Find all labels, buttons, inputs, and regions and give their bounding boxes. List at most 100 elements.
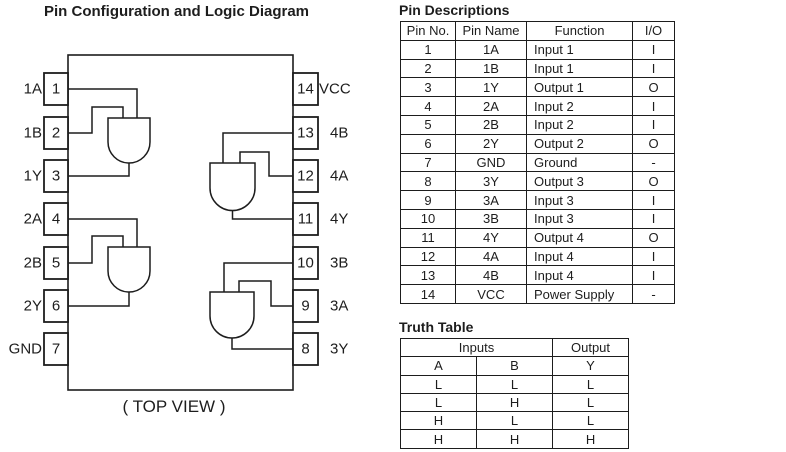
truth-table-title: Truth Table — [399, 319, 474, 335]
cell-io: O — [632, 133, 675, 154]
group-header-inputs: Inputs — [399, 337, 554, 358]
cell-function: Ground — [526, 152, 633, 173]
cell-function: Power Supply — [526, 284, 633, 304]
wire-1b — [68, 106, 124, 134]
top-view-caption: ( TOP VIEW ) — [122, 397, 226, 416]
pin-box-4 — [43, 202, 69, 236]
pin-configuration-diagram: 1 2 3 4 5 6 7 1A 1B 1Y 2A 2B 2Y GND 14 1… — [9, 54, 351, 391]
dip-package-outline — [67, 54, 294, 391]
cell-function: Input 4 — [526, 265, 633, 286]
diagram-section-title: Pin Configuration and Logic Diagram — [44, 3, 310, 20]
cell-y: H — [552, 429, 630, 449]
cell-a: H — [400, 411, 477, 431]
cell-function: Input 2 — [526, 96, 633, 116]
pin-label-1b: 1B — [24, 125, 42, 142]
column-header-y: Y — [552, 356, 630, 376]
cell-a: L — [400, 374, 477, 394]
cell-function: Output 3 — [526, 171, 633, 192]
wire-4a — [239, 151, 293, 177]
cell-function: Input 3 — [526, 190, 633, 210]
cell-pin-name: GND — [455, 152, 527, 173]
wire-4b — [222, 132, 293, 163]
pin-descriptions-title: Pin Descriptions — [399, 2, 510, 18]
cell-io: I — [632, 265, 675, 286]
cell-function: Output 2 — [526, 133, 633, 154]
cell-pin-name: 4B — [455, 265, 527, 286]
cell-pin-no: 7 — [400, 152, 456, 173]
cell-y: L — [552, 392, 630, 413]
pin-box-5 — [43, 246, 69, 280]
pin-box-7 — [43, 332, 69, 366]
cell-function: Output 1 — [526, 77, 633, 98]
column-header-a: A — [400, 356, 477, 376]
cell-pin-name: 3B — [455, 208, 527, 229]
cell-io: O — [632, 171, 675, 192]
cell-pin-no: 13 — [400, 265, 456, 286]
column-header-b: B — [475, 356, 554, 376]
pin-number-12: 12 — [297, 168, 314, 185]
cell-pin-name: 1A — [455, 39, 527, 60]
cell-io: I — [632, 58, 675, 79]
cell-function: Output 4 — [526, 227, 633, 248]
cell-pin-name: VCC — [455, 284, 527, 304]
cell-pin-no: 8 — [400, 171, 456, 192]
pin-label-1a: 1A — [24, 81, 42, 98]
pin-number-11: 11 — [298, 211, 314, 228]
pin-box-10 — [292, 246, 319, 280]
cell-function: Input 1 — [526, 39, 633, 60]
truth-group-header-row: Inputs Output — [399, 337, 630, 358]
and-gate-2-icon — [107, 246, 151, 293]
column-header-pin-no: Pin No. — [400, 21, 456, 41]
cell-pin-no: 4 — [400, 96, 456, 116]
pin-box-3 — [43, 159, 69, 193]
cell-pin-name: 2B — [455, 114, 527, 135]
wire-2y — [68, 292, 130, 307]
pin-number-6: 6 — [52, 298, 60, 315]
cell-function: Input 4 — [526, 246, 633, 267]
cell-io: I — [632, 39, 675, 60]
truth-header-row: A B Y — [400, 356, 630, 376]
cell-pin-name: 3A — [455, 190, 527, 210]
cell-io: O — [632, 227, 675, 248]
and-gate-3-icon — [209, 291, 255, 339]
pin-number-7: 7 — [52, 341, 60, 358]
cell-function: Input 2 — [526, 114, 633, 135]
pin-label-4a: 4A — [330, 168, 348, 185]
cell-pin-name: 2Y — [455, 133, 527, 154]
pin-box-11 — [292, 202, 319, 236]
cell-pin-no: 11 — [400, 227, 456, 248]
cell-io: - — [632, 284, 675, 304]
cell-pin-name: 1B — [455, 58, 527, 79]
cell-io: I — [632, 208, 675, 229]
pin-box-13 — [292, 116, 319, 150]
cell-y: L — [552, 374, 630, 394]
cell-io: I — [632, 246, 675, 267]
cell-pin-no: 5 — [400, 114, 456, 135]
wire-3a — [238, 280, 293, 307]
cell-io: I — [632, 190, 675, 210]
cell-pin-name: 4Y — [455, 227, 527, 248]
pin-number-4: 4 — [52, 211, 60, 228]
pin-label-vcc: VCC — [319, 81, 351, 98]
cell-pin-name: 2A — [455, 96, 527, 116]
cell-pin-no: 9 — [400, 190, 456, 210]
wire-3b — [223, 262, 293, 292]
pin-box-1 — [43, 72, 69, 106]
cell-pin-no: 12 — [400, 246, 456, 267]
wire-2b — [68, 235, 124, 264]
cell-a: L — [400, 392, 477, 413]
cell-b: L — [475, 374, 554, 394]
wire-1y — [68, 163, 130, 177]
cell-io: O — [632, 77, 675, 98]
